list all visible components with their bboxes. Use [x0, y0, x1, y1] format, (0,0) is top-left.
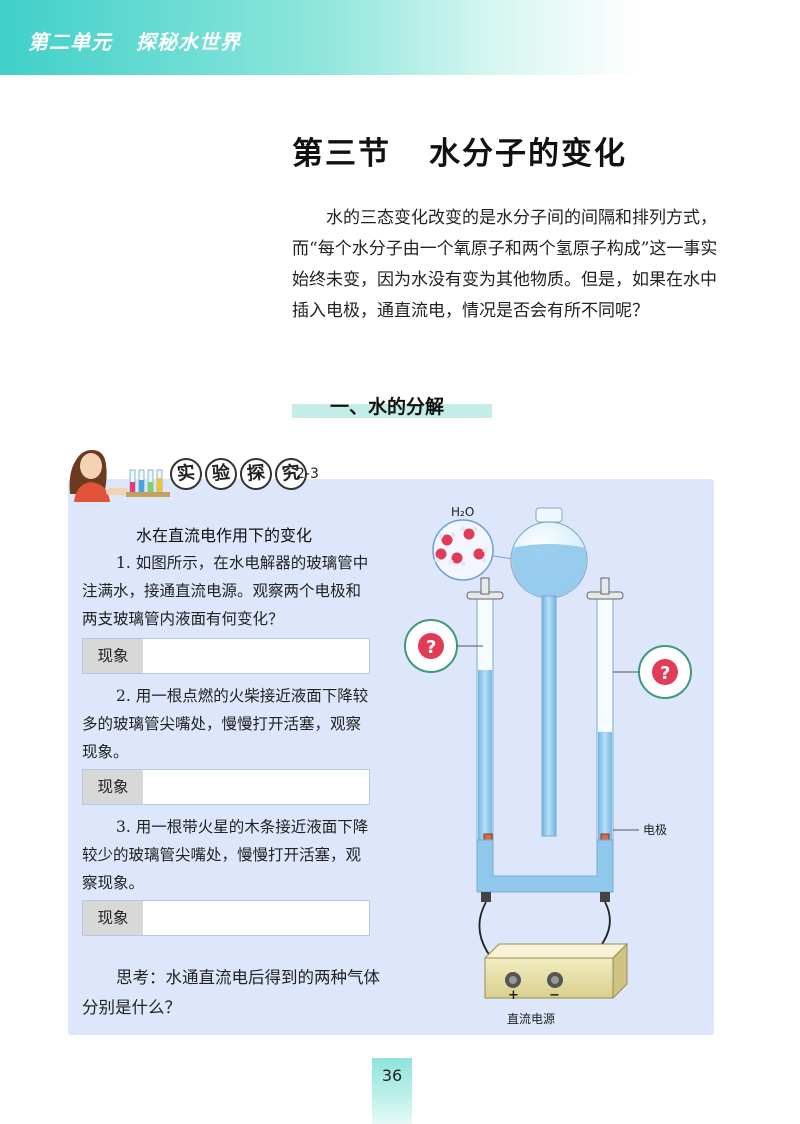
activity-subtitle: 水在直流电作用下的变化 [136, 526, 313, 545]
observation-label: 现象 [83, 639, 143, 673]
question-mark-icon: ? [426, 637, 436, 658]
reservoir-bulb [510, 507, 588, 837]
intro-paragraph: 水的三态变化改变的是水分子间的间隔和排列方式，而“每个水分子由一个氧原子和两个氢… [292, 203, 726, 327]
activity-number: 2-3 [296, 466, 319, 482]
question-bubble-left [404, 619, 483, 673]
intro-text: 水的三态变化改变的是水分子间的间隔和排列方式，而“每个水分子由一个氧原子和两个氢… [292, 208, 718, 321]
think-text: 思考：水通直流电后得到的两种气体分别是什么？ [82, 968, 380, 1017]
step-3: 3. 用一根带火星的木条接近液面下降较少的玻璃管尖嘴处，慢慢打开活塞，观察现象。 [82, 813, 374, 897]
think-question: 思考：水通直流电后得到的两种气体分别是什么？ [82, 963, 382, 1023]
step-text: 2. 用一根点燃的火柴接近液面下降较多的玻璃管尖嘴处，慢慢打开活塞，观察现象。 [82, 687, 369, 761]
activity-title-char: 验 [203, 456, 239, 492]
page-number-band [372, 1058, 412, 1124]
observation-field-3[interactable]: 现象 [82, 900, 370, 936]
water-molecule-bubble [432, 519, 521, 581]
left-tube [466, 577, 504, 891]
activity-title-char: 实 [168, 456, 204, 492]
power-supply-label: 直流电源 [507, 1012, 555, 1026]
subheading-bar [292, 404, 492, 418]
student-illustration [69, 450, 170, 502]
dc-power-supply [483, 942, 629, 1000]
observation-label: 现象 [83, 770, 143, 804]
step-text: 3. 用一根带火星的木条接近液面下降较少的玻璃管尖嘴处，慢慢打开活塞，观察现象。 [82, 818, 369, 892]
unit-topic: 探秘水世界 [136, 30, 241, 54]
electrolysis-apparatus-diagram: H₂O ? ? 电极 [404, 505, 692, 1026]
question-mark-icon: ? [660, 663, 670, 684]
section-title: 第三节 水分子的变化 [292, 128, 627, 173]
subheading: 一、水的分解 [330, 396, 445, 418]
minus-terminal-label: − [549, 988, 560, 1003]
unit-label: 第二单元 [28, 30, 112, 54]
activity-title-char: 探 [238, 456, 274, 492]
section-name: 水分子的变化 [429, 136, 627, 172]
header-band: 第二单元 探秘水世界 [0, 0, 800, 75]
step-text: 1. 如图所示，在水电解器的玻璃管中注满水，接通直流电源。观察两个电极和两支玻璃… [82, 554, 369, 628]
plus-terminal-label: + [508, 988, 519, 1003]
step-2: 2. 用一根点燃的火柴接近液面下降较多的玻璃管尖嘴处，慢慢打开活塞，观察现象。 [82, 682, 374, 766]
electrode-label: 电极 [643, 823, 667, 837]
molecule-label: H₂O [451, 505, 474, 519]
observation-field-2[interactable]: 现象 [82, 769, 370, 805]
activity-title: 实验探究 [168, 456, 310, 492]
observation-field-1[interactable]: 现象 [82, 638, 370, 674]
question-bubble-right [613, 645, 692, 699]
step-1: 1. 如图所示，在水电解器的玻璃管中注满水，接通直流电源。观察两个电极和两支玻璃… [82, 549, 374, 633]
section-number: 第三节 [292, 136, 391, 172]
test-tube-rack-icon [126, 469, 170, 497]
page-number: 36 [381, 1066, 403, 1085]
observation-label: 现象 [83, 901, 143, 935]
